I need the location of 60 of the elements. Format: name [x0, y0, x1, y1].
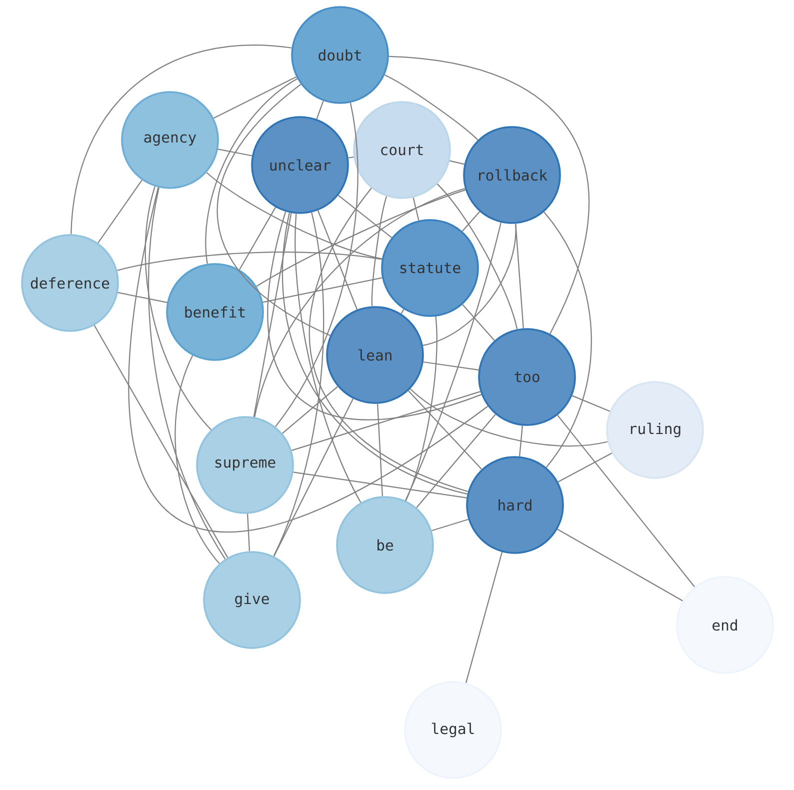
connector-line [377, 404, 383, 496]
connector-line [148, 188, 226, 560]
connector-line [293, 472, 467, 498]
connector-line [262, 277, 382, 303]
connector-line [348, 156, 354, 158]
connector-line [384, 74, 478, 140]
connector-line [317, 210, 358, 310]
connector-line [338, 194, 392, 238]
connector-line [572, 395, 610, 412]
connector-line [462, 211, 480, 232]
connector-line [274, 102, 358, 428]
connector-line [174, 355, 220, 564]
connector-line [246, 514, 250, 552]
connector-line [309, 188, 468, 492]
connector-line [118, 292, 168, 303]
connector-line [558, 452, 612, 482]
connector-line [400, 309, 404, 314]
connector-line [282, 386, 338, 434]
connector-line [205, 78, 298, 264]
connector-line [557, 528, 683, 602]
connector-line [388, 56, 590, 334]
connector-line [557, 414, 695, 588]
connector-line [273, 212, 324, 556]
connector-line [144, 186, 212, 430]
connector-line [294, 214, 362, 503]
connector-line [465, 552, 503, 683]
connector-line [519, 426, 523, 456]
connector-line [416, 414, 496, 508]
connector-line [405, 316, 438, 501]
connector-line [292, 391, 480, 451]
connector-line [217, 84, 330, 336]
connector-line [206, 172, 382, 260]
connector-line [405, 222, 502, 501]
connector-line [70, 44, 292, 234]
connector-line [412, 197, 420, 221]
connector-line [422, 224, 516, 346]
connector-line [253, 213, 292, 417]
connector-line [256, 189, 466, 287]
connector-line [268, 212, 482, 420]
connector-line [408, 390, 482, 470]
connector-line [214, 76, 296, 119]
connector-line [436, 184, 518, 330]
connector-line [282, 212, 468, 495]
connector-line [98, 180, 142, 244]
connector-line [544, 212, 592, 468]
connector-line [423, 361, 479, 371]
connector-line [450, 160, 464, 165]
connector-line [462, 304, 495, 341]
connector-line [515, 224, 524, 328]
connector-line [254, 188, 466, 418]
connector-line [94, 325, 228, 558]
connector-line [218, 148, 252, 156]
connector-line [128, 187, 488, 532]
connector-line [432, 518, 468, 532]
connector-line [410, 388, 608, 446]
connector-line [239, 207, 276, 270]
connector-line [273, 398, 354, 557]
connector-line [316, 100, 324, 120]
connector-line [117, 252, 382, 271]
connector-line [371, 196, 388, 306]
